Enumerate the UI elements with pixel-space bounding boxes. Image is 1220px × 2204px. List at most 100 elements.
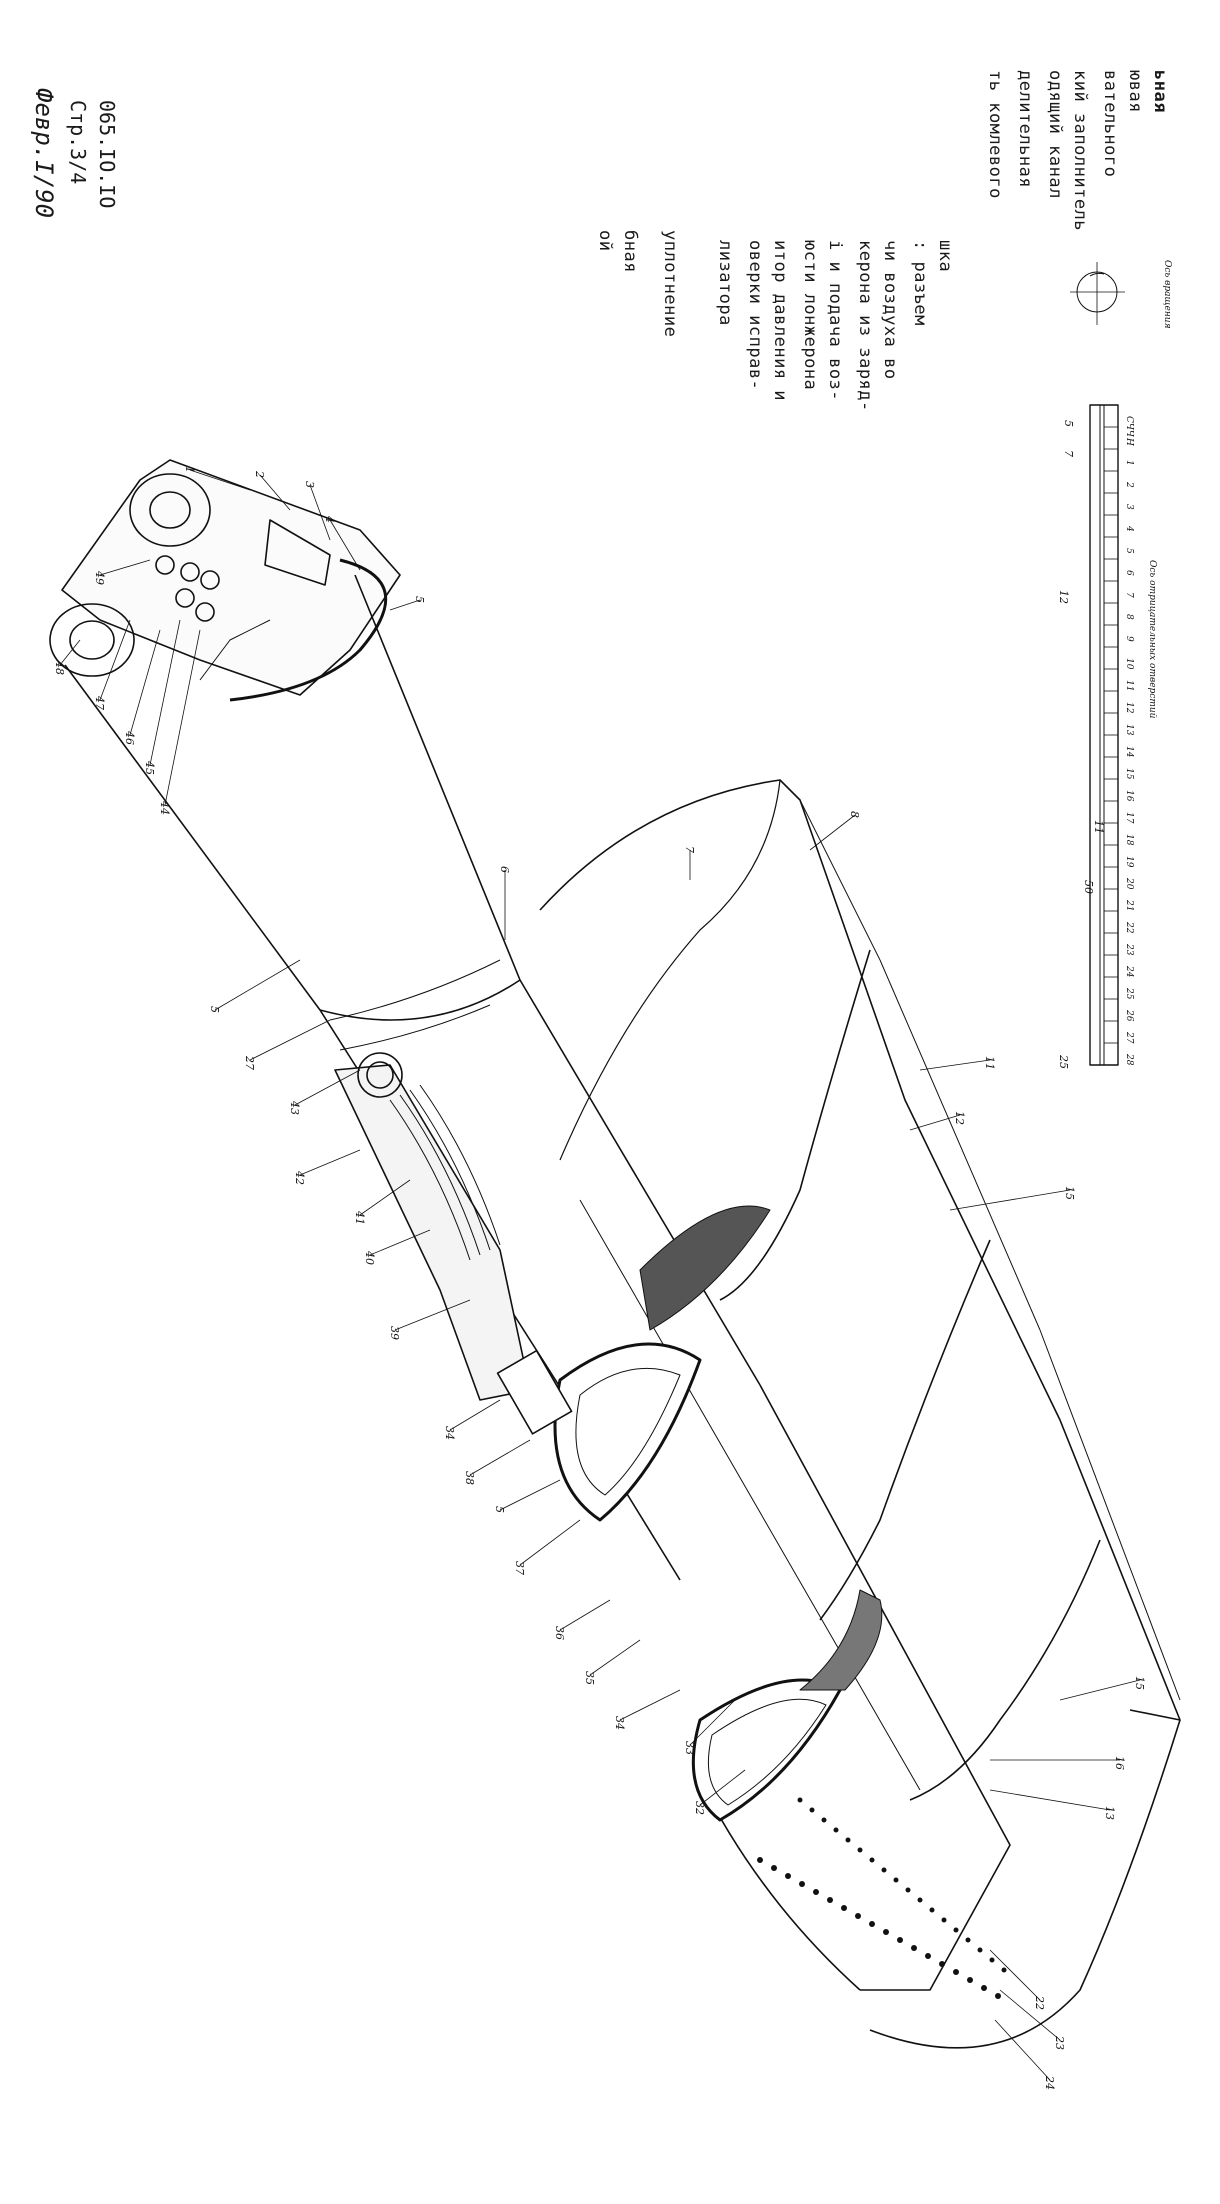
scale-section-number: 7 bbox=[1124, 592, 1134, 598]
callout-leader bbox=[449, 1399, 501, 1431]
callout-leader bbox=[949, 1189, 1071, 1211]
scale-section-number: Н bbox=[1124, 437, 1134, 446]
callout-number: 45 bbox=[143, 760, 156, 775]
scale-section-number: 13 bbox=[1124, 724, 1134, 736]
legend-line: ть комлевого bbox=[985, 70, 1005, 199]
scale-section-number: 18 bbox=[1124, 834, 1134, 846]
callout-number: 34 bbox=[443, 1426, 456, 1440]
scale-callout: 50 bbox=[1082, 880, 1095, 894]
callout-number: 37 bbox=[513, 1561, 526, 1575]
callout-number: 4 bbox=[323, 515, 336, 523]
callout-leader bbox=[994, 2019, 1051, 2081]
callout-number: 5 bbox=[493, 1506, 506, 1513]
callout-leader bbox=[329, 519, 361, 571]
callout-number: 48 bbox=[53, 660, 66, 675]
callout-number: 41 bbox=[353, 1210, 366, 1225]
scale-section-number: 21 bbox=[1124, 899, 1134, 911]
callout-leader bbox=[809, 814, 856, 851]
scale-section-number: 4 bbox=[1124, 525, 1134, 532]
scale-section-number: 12 bbox=[1124, 702, 1134, 714]
callout-leader bbox=[359, 1179, 411, 1216]
callout-number: 35 bbox=[583, 1671, 596, 1685]
callout-number: 39 bbox=[388, 1326, 401, 1340]
callout-number: 1 bbox=[183, 466, 196, 473]
scale-callout: 7 bbox=[1062, 450, 1075, 457]
doc-date: Февр.I/90 bbox=[30, 88, 58, 219]
rivet-rows bbox=[757, 1797, 1007, 1999]
scale-section-number: 22 bbox=[1124, 921, 1134, 934]
callout-number: 40 bbox=[363, 1250, 376, 1265]
callout-leader bbox=[469, 1439, 531, 1476]
callout-leader bbox=[919, 1059, 991, 1071]
callout-number: 44 bbox=[158, 800, 171, 815]
callout-number: 8 bbox=[848, 811, 861, 818]
root-fitting bbox=[49, 459, 401, 702]
callout-leader bbox=[689, 1699, 736, 1746]
legend-line: ьная bbox=[1150, 70, 1170, 113]
legend-line: делительная bbox=[1015, 70, 1035, 189]
legend-line: лизатора bbox=[715, 240, 735, 326]
callout-number: 7 bbox=[683, 846, 696, 853]
scale-title: Ось отрицательных отверстий bbox=[1147, 560, 1157, 719]
legend-line: ой bbox=[595, 230, 615, 252]
scale-section-number: 10 bbox=[1124, 658, 1134, 670]
callout-number: 46 bbox=[123, 730, 136, 745]
rotation-axis-label: Ось вращения bbox=[1162, 260, 1172, 329]
legend-line: вательного bbox=[1100, 70, 1120, 178]
scale-section-number: 27 bbox=[1124, 1031, 1134, 1044]
legend-line: уплотнение bbox=[660, 230, 680, 338]
callout-leader bbox=[294, 1069, 361, 1106]
callout-number: 33 bbox=[683, 1741, 696, 1755]
callout-leader bbox=[99, 619, 131, 701]
scale-callout: 25 bbox=[1057, 1054, 1070, 1069]
callout-number: 32 bbox=[693, 1801, 706, 1815]
callout-leader bbox=[519, 1519, 581, 1566]
callout-leader bbox=[989, 1789, 1111, 1811]
callout-leader bbox=[499, 1479, 561, 1511]
callout-number: 27 bbox=[243, 1055, 256, 1070]
callout-number: 23 bbox=[1053, 2035, 1066, 2050]
callout-number: 13 bbox=[1103, 1806, 1116, 1820]
legend-line: шка bbox=[935, 240, 955, 273]
scale-callout: 5 bbox=[1062, 420, 1075, 427]
scale-section-number: 6 bbox=[1124, 570, 1134, 576]
callout-number: 3 bbox=[303, 481, 316, 488]
legend-line: итор давления и bbox=[770, 240, 790, 402]
callout-leader bbox=[249, 1019, 331, 1061]
callout-leader bbox=[1059, 1679, 1141, 1701]
legend-line: ювая bbox=[1125, 70, 1145, 113]
scale-section-number: 14 bbox=[1124, 746, 1134, 758]
scale-callout: 12 bbox=[1057, 590, 1070, 604]
callout-number: 16 bbox=[1113, 1756, 1126, 1770]
callout-leader bbox=[259, 474, 291, 511]
callout-leader bbox=[699, 1769, 746, 1806]
scale-callout: 11 bbox=[1092, 820, 1105, 834]
scale-section-number: 5 bbox=[1124, 548, 1134, 554]
legend-line: бная bbox=[620, 230, 640, 273]
scale-section-number: 28 bbox=[1124, 1053, 1134, 1066]
legend-line: і и подача воз- bbox=[825, 240, 845, 402]
callout-number: 22 bbox=[1033, 1995, 1046, 2010]
scale-section-number: 19 bbox=[1124, 856, 1134, 868]
legend-line: одящий канал bbox=[1045, 70, 1065, 199]
scale-section-number: 2 bbox=[1124, 481, 1134, 488]
legend-line: керона из заряд- bbox=[855, 240, 875, 412]
scale-section-number: 20 bbox=[1124, 877, 1134, 890]
callout-number: 6 bbox=[498, 866, 511, 873]
scale-section-number: 8 bbox=[1124, 614, 1134, 620]
callout-number: 15 bbox=[1063, 1186, 1076, 1200]
scale-section-number: 11 bbox=[1124, 680, 1134, 691]
callout-number: 43 bbox=[288, 1100, 301, 1115]
callout-number: 49 bbox=[93, 570, 106, 585]
callout-leader bbox=[149, 619, 181, 766]
legend-line: кий заполнитель bbox=[1070, 70, 1090, 232]
callout-leader bbox=[214, 959, 301, 1011]
scale-section-number: 17 bbox=[1124, 812, 1134, 824]
legend-line: : разъем bbox=[910, 240, 930, 326]
callout-leader bbox=[999, 1989, 1061, 2041]
scale-section-number: 16 bbox=[1124, 790, 1134, 802]
callout-leader bbox=[559, 1599, 611, 1631]
doc-code: 065.IO.IO bbox=[95, 100, 119, 209]
